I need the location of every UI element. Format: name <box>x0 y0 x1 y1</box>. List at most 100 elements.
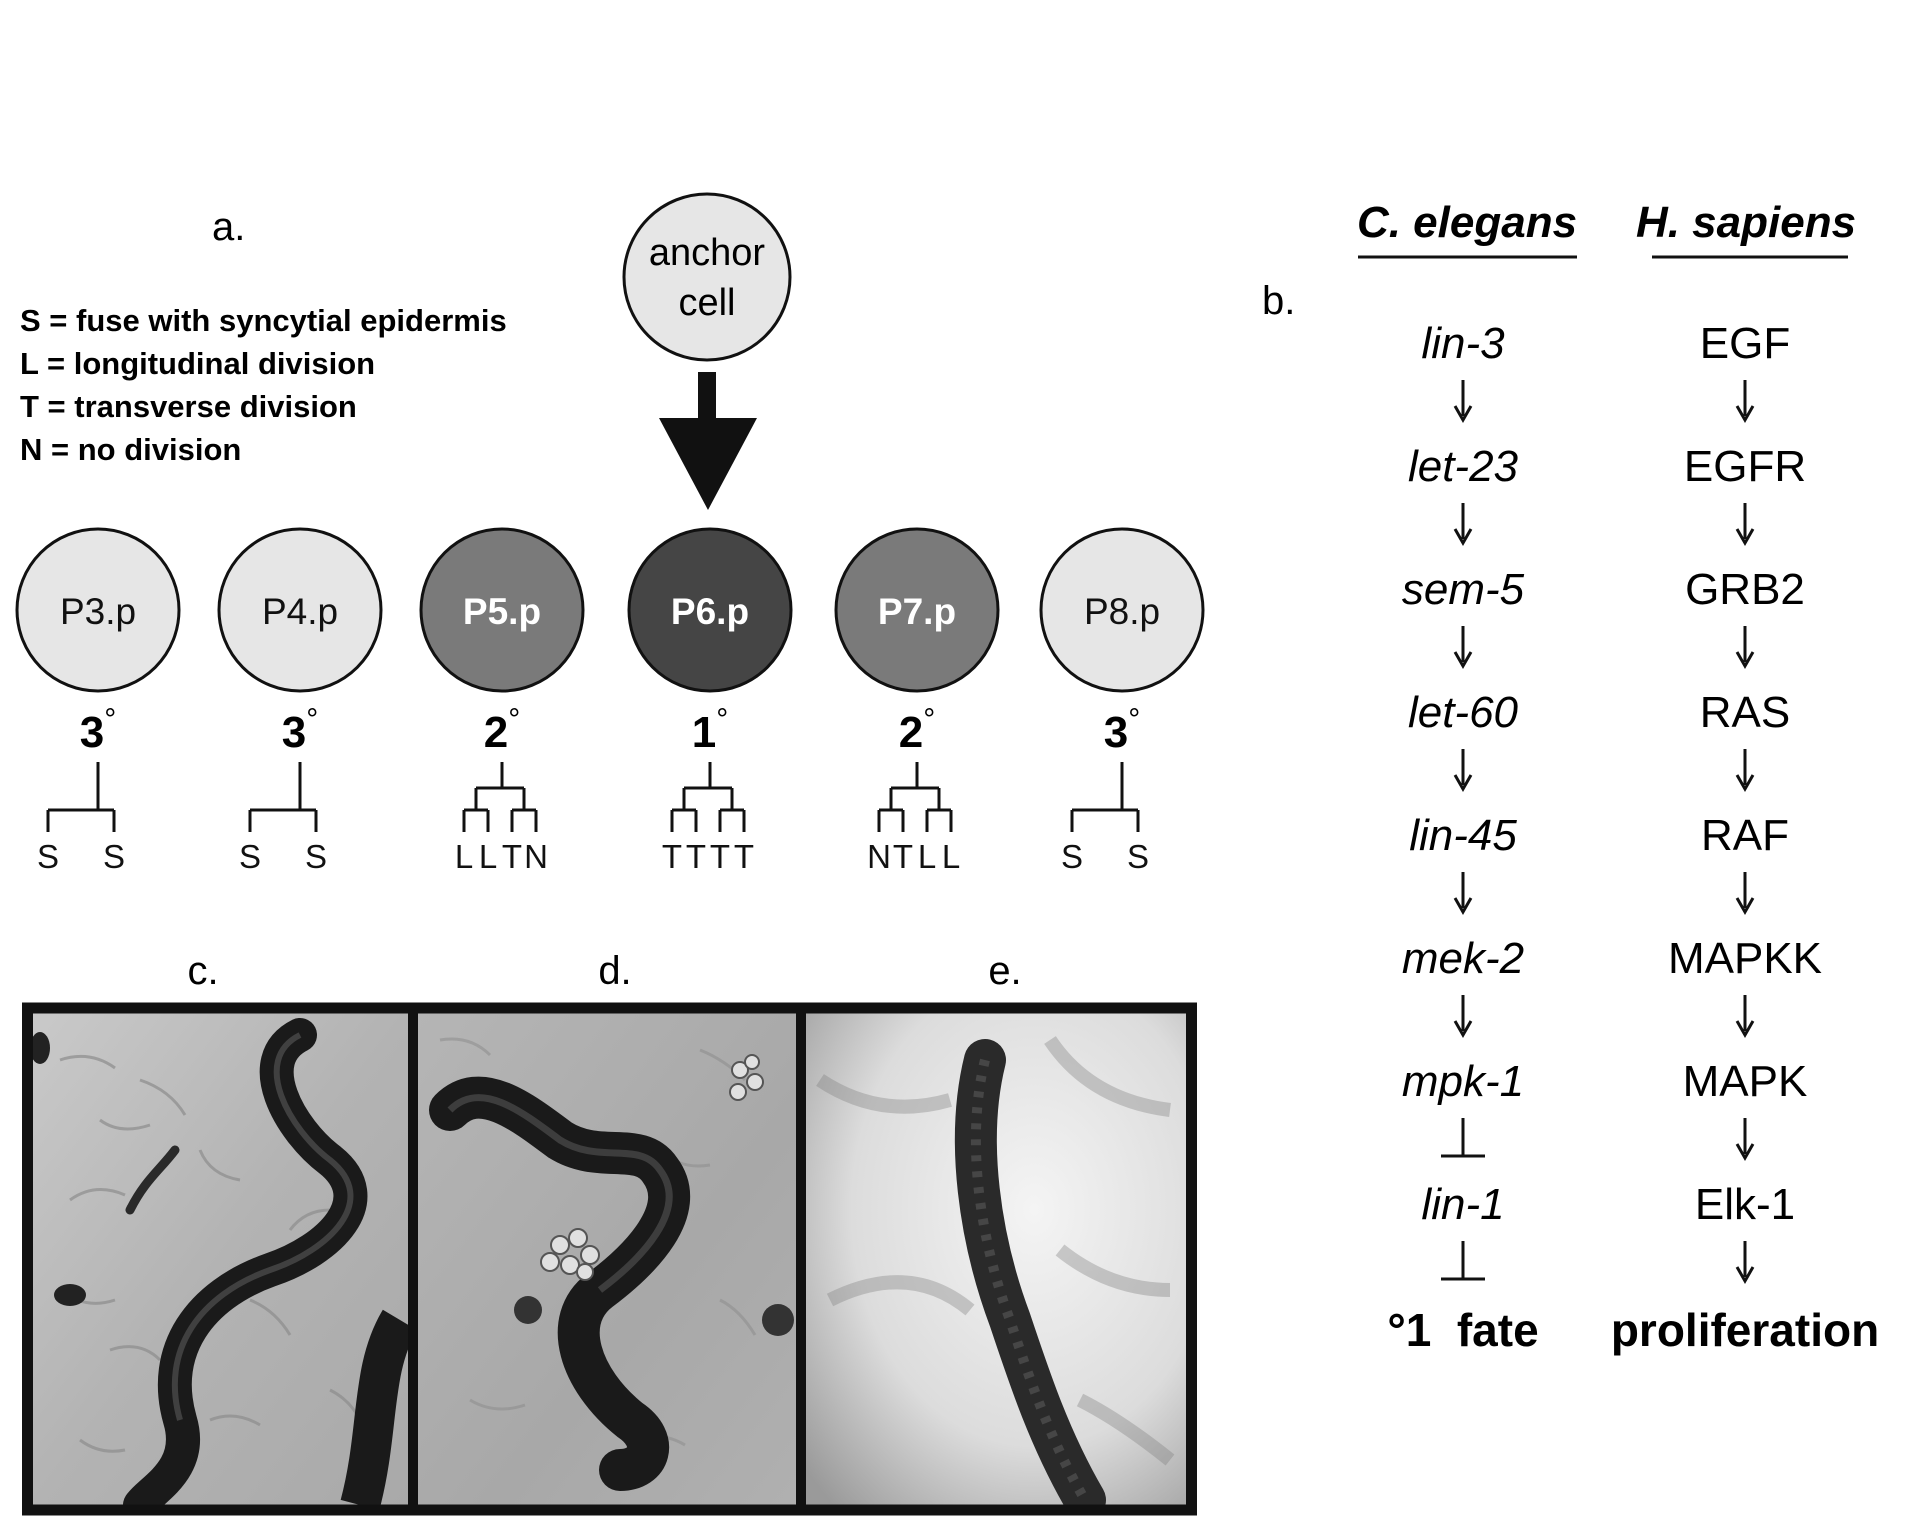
outcome-h-sapiens: proliferation <box>1611 1304 1879 1356</box>
fate-legend: S = fuse with syncytial epidermis L = lo… <box>20 303 507 467</box>
lineage-tree <box>462 762 538 832</box>
gene-h-sapiens: Elk-1 <box>1695 1180 1795 1229</box>
lineage-leaf: L <box>918 838 936 875</box>
vpc-fate: 2° <box>484 703 520 757</box>
vpc-name: P6.p <box>671 591 749 632</box>
micrograph-d <box>418 1013 796 1505</box>
lineage-leaf: T <box>893 838 913 875</box>
activation-arrow <box>1453 749 1473 793</box>
lineage-tree <box>877 762 953 832</box>
vpc-circle <box>419 527 585 693</box>
inhibition-bar <box>1441 1241 1485 1281</box>
inhibition-bar <box>1441 1118 1485 1158</box>
activation-arrow <box>1453 626 1473 670</box>
activation-arrow <box>1735 749 1755 793</box>
lineage-tree <box>1070 762 1140 832</box>
micrograph-frame <box>22 1002 1197 1516</box>
anchor-cell-label-line1: anchor <box>649 232 766 274</box>
gene-c-elegans: mek-2 <box>1402 934 1524 983</box>
micrograph-e <box>806 1013 1186 1505</box>
header-h-sapiens: H. sapiens <box>1636 198 1856 247</box>
vpc-name: P7.p <box>878 591 956 632</box>
micrograph-c <box>33 1013 408 1505</box>
vpc-p3p: P3.p 3° S S <box>15 527 181 875</box>
activation-arrow <box>1735 995 1755 1039</box>
vpc-fate: 3° <box>80 703 116 757</box>
activation-arrow <box>1735 380 1755 424</box>
lineage-leaf: T <box>662 838 682 875</box>
activation-arrow <box>1453 995 1473 1039</box>
lineage-leaf: L <box>479 838 497 875</box>
header-c-elegans: C. elegans <box>1357 198 1577 247</box>
activation-arrow <box>1453 380 1473 424</box>
activation-arrow <box>1735 1118 1755 1162</box>
gene-h-sapiens: RAS <box>1700 688 1790 737</box>
gene-c-elegans: mpk-1 <box>1402 1057 1524 1106</box>
vpc-circle <box>834 527 1000 693</box>
vpc-circle <box>15 527 181 693</box>
signaling-pathway: lin-3 let-23 sem-5 let-60 lin-45 mek-2 mpk-1 li… <box>1402 319 1822 1285</box>
vpc-circle <box>1039 527 1205 693</box>
gene-h-sapiens: GRB2 <box>1685 565 1805 614</box>
panel-a-label: a. <box>212 205 245 249</box>
vpc-name: P5.p <box>463 591 541 632</box>
legend-item: S = fuse with syncytial epidermis <box>20 303 507 338</box>
legend-item: T = transverse division <box>20 389 357 424</box>
activation-arrow <box>1453 872 1473 916</box>
lineage-leaf: T <box>502 838 522 875</box>
lineage-leaf: S <box>103 838 125 875</box>
anchor-signal-arrow <box>659 372 757 510</box>
anchor-cell: anchor cell <box>622 192 792 362</box>
lineage-leaf: T <box>734 838 754 875</box>
gene-h-sapiens: EGF <box>1700 319 1790 368</box>
legend-item: N = no division <box>20 432 241 467</box>
vpc-name: P3.p <box>60 591 136 632</box>
gene-h-sapiens: EGFR <box>1684 442 1806 491</box>
vpc-fate: 3° <box>282 703 318 757</box>
gene-c-elegans: lin-3 <box>1421 319 1505 368</box>
gene-c-elegans: lin-1 <box>1421 1180 1504 1229</box>
vpc-fate: 1° <box>692 703 728 757</box>
lineage-tree <box>248 762 318 832</box>
lineage-tree <box>46 762 116 832</box>
legend-item: L = longitudinal division <box>20 346 375 381</box>
vpc-fate: 3° <box>1104 703 1140 757</box>
activation-arrow <box>1453 503 1473 547</box>
lineage-leaf: T <box>710 838 730 875</box>
panel-b: b. C. elegans H. sapiens lin-3 let-23 sem-… <box>1262 198 1879 1356</box>
lineage-tree <box>670 762 746 832</box>
lineage-leaf: T <box>686 838 706 875</box>
activation-arrow <box>1735 872 1755 916</box>
lineage-leaf: S <box>305 838 327 875</box>
gene-c-elegans: let-23 <box>1408 442 1519 491</box>
panel-b-label: b. <box>1262 279 1295 323</box>
lineage-leaf: S <box>239 838 261 875</box>
gene-h-sapiens: MAPK <box>1683 1057 1808 1106</box>
activation-arrow <box>1735 626 1755 670</box>
activation-arrow <box>1735 1241 1755 1285</box>
outcome-c-elegans: °1 fate <box>1387 1304 1538 1356</box>
gene-c-elegans: lin-45 <box>1409 811 1517 860</box>
vpc-name: P8.p <box>1084 591 1160 632</box>
panel-e-label: e. <box>988 949 1021 993</box>
lineage-leaf: S <box>37 838 59 875</box>
vpc-circle <box>627 527 793 693</box>
lineage-leaf: L <box>942 838 960 875</box>
lineage-leaf: N <box>524 838 548 875</box>
vpc-name: P4.p <box>262 591 338 632</box>
panel-c-label: c. <box>187 949 218 993</box>
activation-arrow <box>1735 503 1755 547</box>
lineage-leaf: S <box>1127 838 1149 875</box>
gene-h-sapiens: MAPKK <box>1668 934 1822 983</box>
anchor-cell-label-line2: cell <box>678 282 735 324</box>
gene-c-elegans: let-60 <box>1408 688 1519 737</box>
lineage-leaf: L <box>455 838 473 875</box>
gene-c-elegans: sem-5 <box>1402 565 1525 614</box>
gene-h-sapiens: RAF <box>1701 811 1789 860</box>
